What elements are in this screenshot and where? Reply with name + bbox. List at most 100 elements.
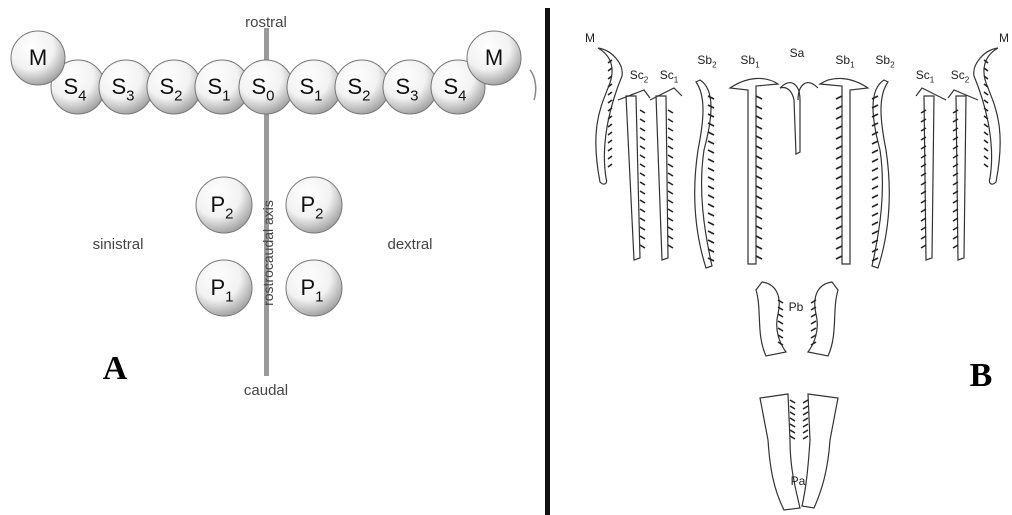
denticle xyxy=(872,150,878,153)
denticle xyxy=(756,146,762,149)
denticle xyxy=(668,191,673,194)
denticle xyxy=(836,216,842,219)
sa-element-arch xyxy=(798,83,818,100)
element-label-b-base: Sb xyxy=(697,53,712,67)
denticle xyxy=(640,128,645,131)
denticle xyxy=(640,119,645,122)
sb1-element-left xyxy=(730,78,778,264)
denticle xyxy=(756,206,762,209)
denticle xyxy=(756,246,762,249)
sb2-element-right xyxy=(872,80,889,268)
denticle xyxy=(984,148,988,151)
denticle xyxy=(803,424,808,427)
denticle xyxy=(984,124,988,127)
denticle xyxy=(756,126,762,129)
element-node-label-subscript: 2 xyxy=(225,206,233,223)
element-node: S3 xyxy=(99,60,153,114)
denticle xyxy=(836,166,842,169)
denticle xyxy=(872,231,878,234)
element-node-p: P2 xyxy=(196,177,252,233)
element-label-b-subscript: 1 xyxy=(930,76,935,85)
element-label-b-subscript: 1 xyxy=(755,61,760,70)
element-label-b: Sa xyxy=(790,46,805,60)
denticle xyxy=(872,177,878,180)
denticle xyxy=(668,236,673,239)
denticle xyxy=(608,164,612,167)
denticle xyxy=(608,132,612,135)
denticle xyxy=(668,245,673,248)
denticle xyxy=(668,173,673,176)
denticle xyxy=(872,132,878,135)
denticle xyxy=(640,182,645,185)
element-label-b-base: M xyxy=(585,31,595,45)
denticle xyxy=(921,128,926,131)
denticle xyxy=(640,137,645,140)
denticle xyxy=(608,140,612,143)
panel-letter-a: A xyxy=(103,350,128,387)
denticle xyxy=(756,226,762,229)
element-node: S2 xyxy=(335,60,389,114)
denticle xyxy=(608,68,612,71)
denticle xyxy=(836,226,842,229)
denticle xyxy=(708,231,714,234)
denticle xyxy=(953,128,958,131)
element-node: S3 xyxy=(383,60,437,114)
element-label-b-subscript: 2 xyxy=(644,76,649,85)
sb1-element-right xyxy=(820,78,868,264)
denticle xyxy=(790,412,795,415)
denticle xyxy=(640,227,645,230)
dextral-label: dextral xyxy=(387,236,432,253)
sinistral-label: sinistral xyxy=(93,236,144,253)
denticle xyxy=(984,92,988,95)
denticle xyxy=(921,110,926,113)
denticle xyxy=(708,132,714,135)
denticle xyxy=(668,182,673,185)
denticle xyxy=(640,245,645,248)
element-node-label-subscript: 2 xyxy=(362,88,370,105)
denticle xyxy=(803,418,808,421)
element-node-label-subscript: 3 xyxy=(126,88,134,105)
sc2-element-right-cusp xyxy=(948,90,978,100)
rostral-label: rostral xyxy=(245,14,287,31)
element-label-b-base: Sb xyxy=(740,53,755,67)
denticle xyxy=(778,321,783,324)
denticle xyxy=(803,406,808,409)
element-node-label-subscript: 0 xyxy=(266,88,274,105)
element-node-label-base: S xyxy=(63,74,78,99)
pb-label: Pb xyxy=(789,300,804,314)
denticle xyxy=(778,314,783,317)
denticle xyxy=(668,227,673,230)
sc1-element-left xyxy=(656,96,668,260)
denticle xyxy=(756,136,762,139)
denticle xyxy=(836,206,842,209)
element-node-label-base: P xyxy=(300,192,315,217)
element-node-label-base: S xyxy=(251,74,266,99)
pa-label: Pa xyxy=(791,474,806,488)
denticle xyxy=(811,328,816,331)
denticle xyxy=(790,436,795,439)
denticle xyxy=(640,200,645,203)
denticle xyxy=(836,146,842,149)
denticle xyxy=(708,240,714,243)
denticle xyxy=(803,430,808,433)
denticle xyxy=(872,222,878,225)
element-label-b: Sc2 xyxy=(630,68,649,85)
element-node-label-base: M xyxy=(29,45,47,70)
element-label-b-subscript: 2 xyxy=(712,61,717,70)
denticle xyxy=(984,156,988,159)
element-label-b-base: Sc xyxy=(660,68,674,82)
element-label-b: M xyxy=(999,31,1009,45)
element-node-m: M xyxy=(467,31,521,85)
denticle xyxy=(756,96,762,99)
element-drawings xyxy=(596,48,1000,510)
denticle xyxy=(872,159,878,162)
denticle xyxy=(708,159,714,162)
denticle xyxy=(640,164,645,167)
denticle xyxy=(836,176,842,179)
denticle xyxy=(811,321,816,324)
element-node-label-base: S xyxy=(443,74,458,99)
denticle xyxy=(953,146,958,149)
element-label-b-base: Sb xyxy=(835,53,850,67)
denticle xyxy=(778,328,783,331)
